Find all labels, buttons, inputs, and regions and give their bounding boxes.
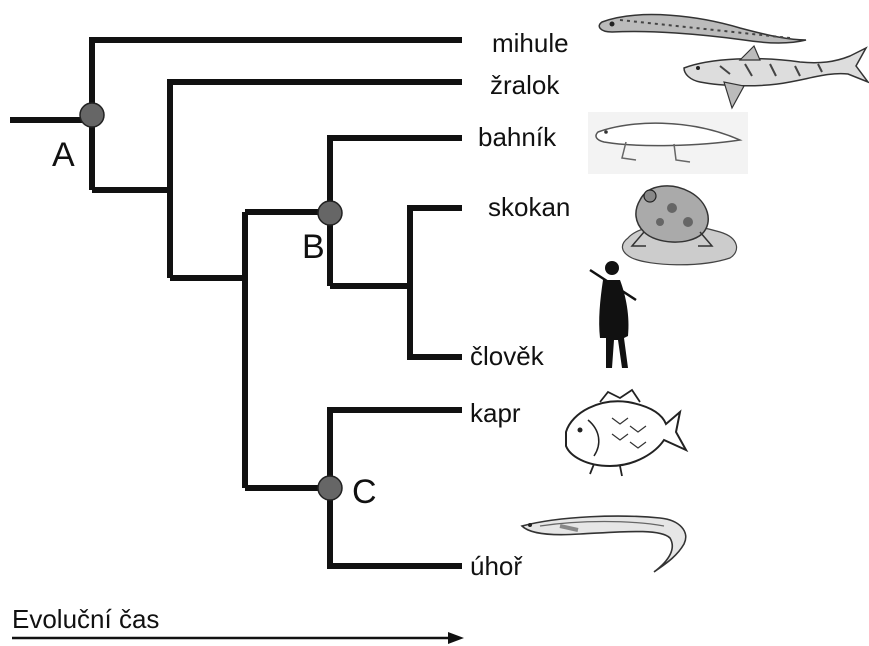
node-a-label: A (52, 136, 75, 174)
taxon-label-kapr: kapr (470, 398, 521, 428)
node-b (318, 201, 342, 225)
taxon-label-skokan: skokan (488, 192, 570, 222)
time-axis-label: Evoluční čas (12, 604, 159, 634)
tree-branches (10, 40, 462, 566)
shark-icon (684, 46, 868, 108)
branch-kapr-uhor (330, 410, 462, 566)
node-b-label: B (302, 228, 325, 266)
taxon-label-mihule: mihule (492, 28, 569, 58)
human-icon (590, 261, 636, 368)
branch-bahnik (330, 138, 462, 286)
branch-skokan-clovek (410, 208, 462, 357)
taxon-label-zralok: žralok (490, 70, 560, 100)
carp-icon (566, 390, 686, 476)
branch-mihule (92, 40, 462, 190)
eel-icon (522, 516, 686, 572)
node-a (80, 103, 104, 127)
frog-icon (622, 186, 736, 265)
lamprey-icon (599, 15, 806, 43)
taxon-label-uhor: úhoř (470, 551, 523, 581)
taxon-label-bahnik: bahník (478, 122, 557, 152)
node-c-label: C (352, 473, 377, 511)
lungfish-icon (588, 112, 748, 174)
taxon-label-clovek: člověk (470, 341, 545, 371)
node-c (318, 476, 342, 500)
